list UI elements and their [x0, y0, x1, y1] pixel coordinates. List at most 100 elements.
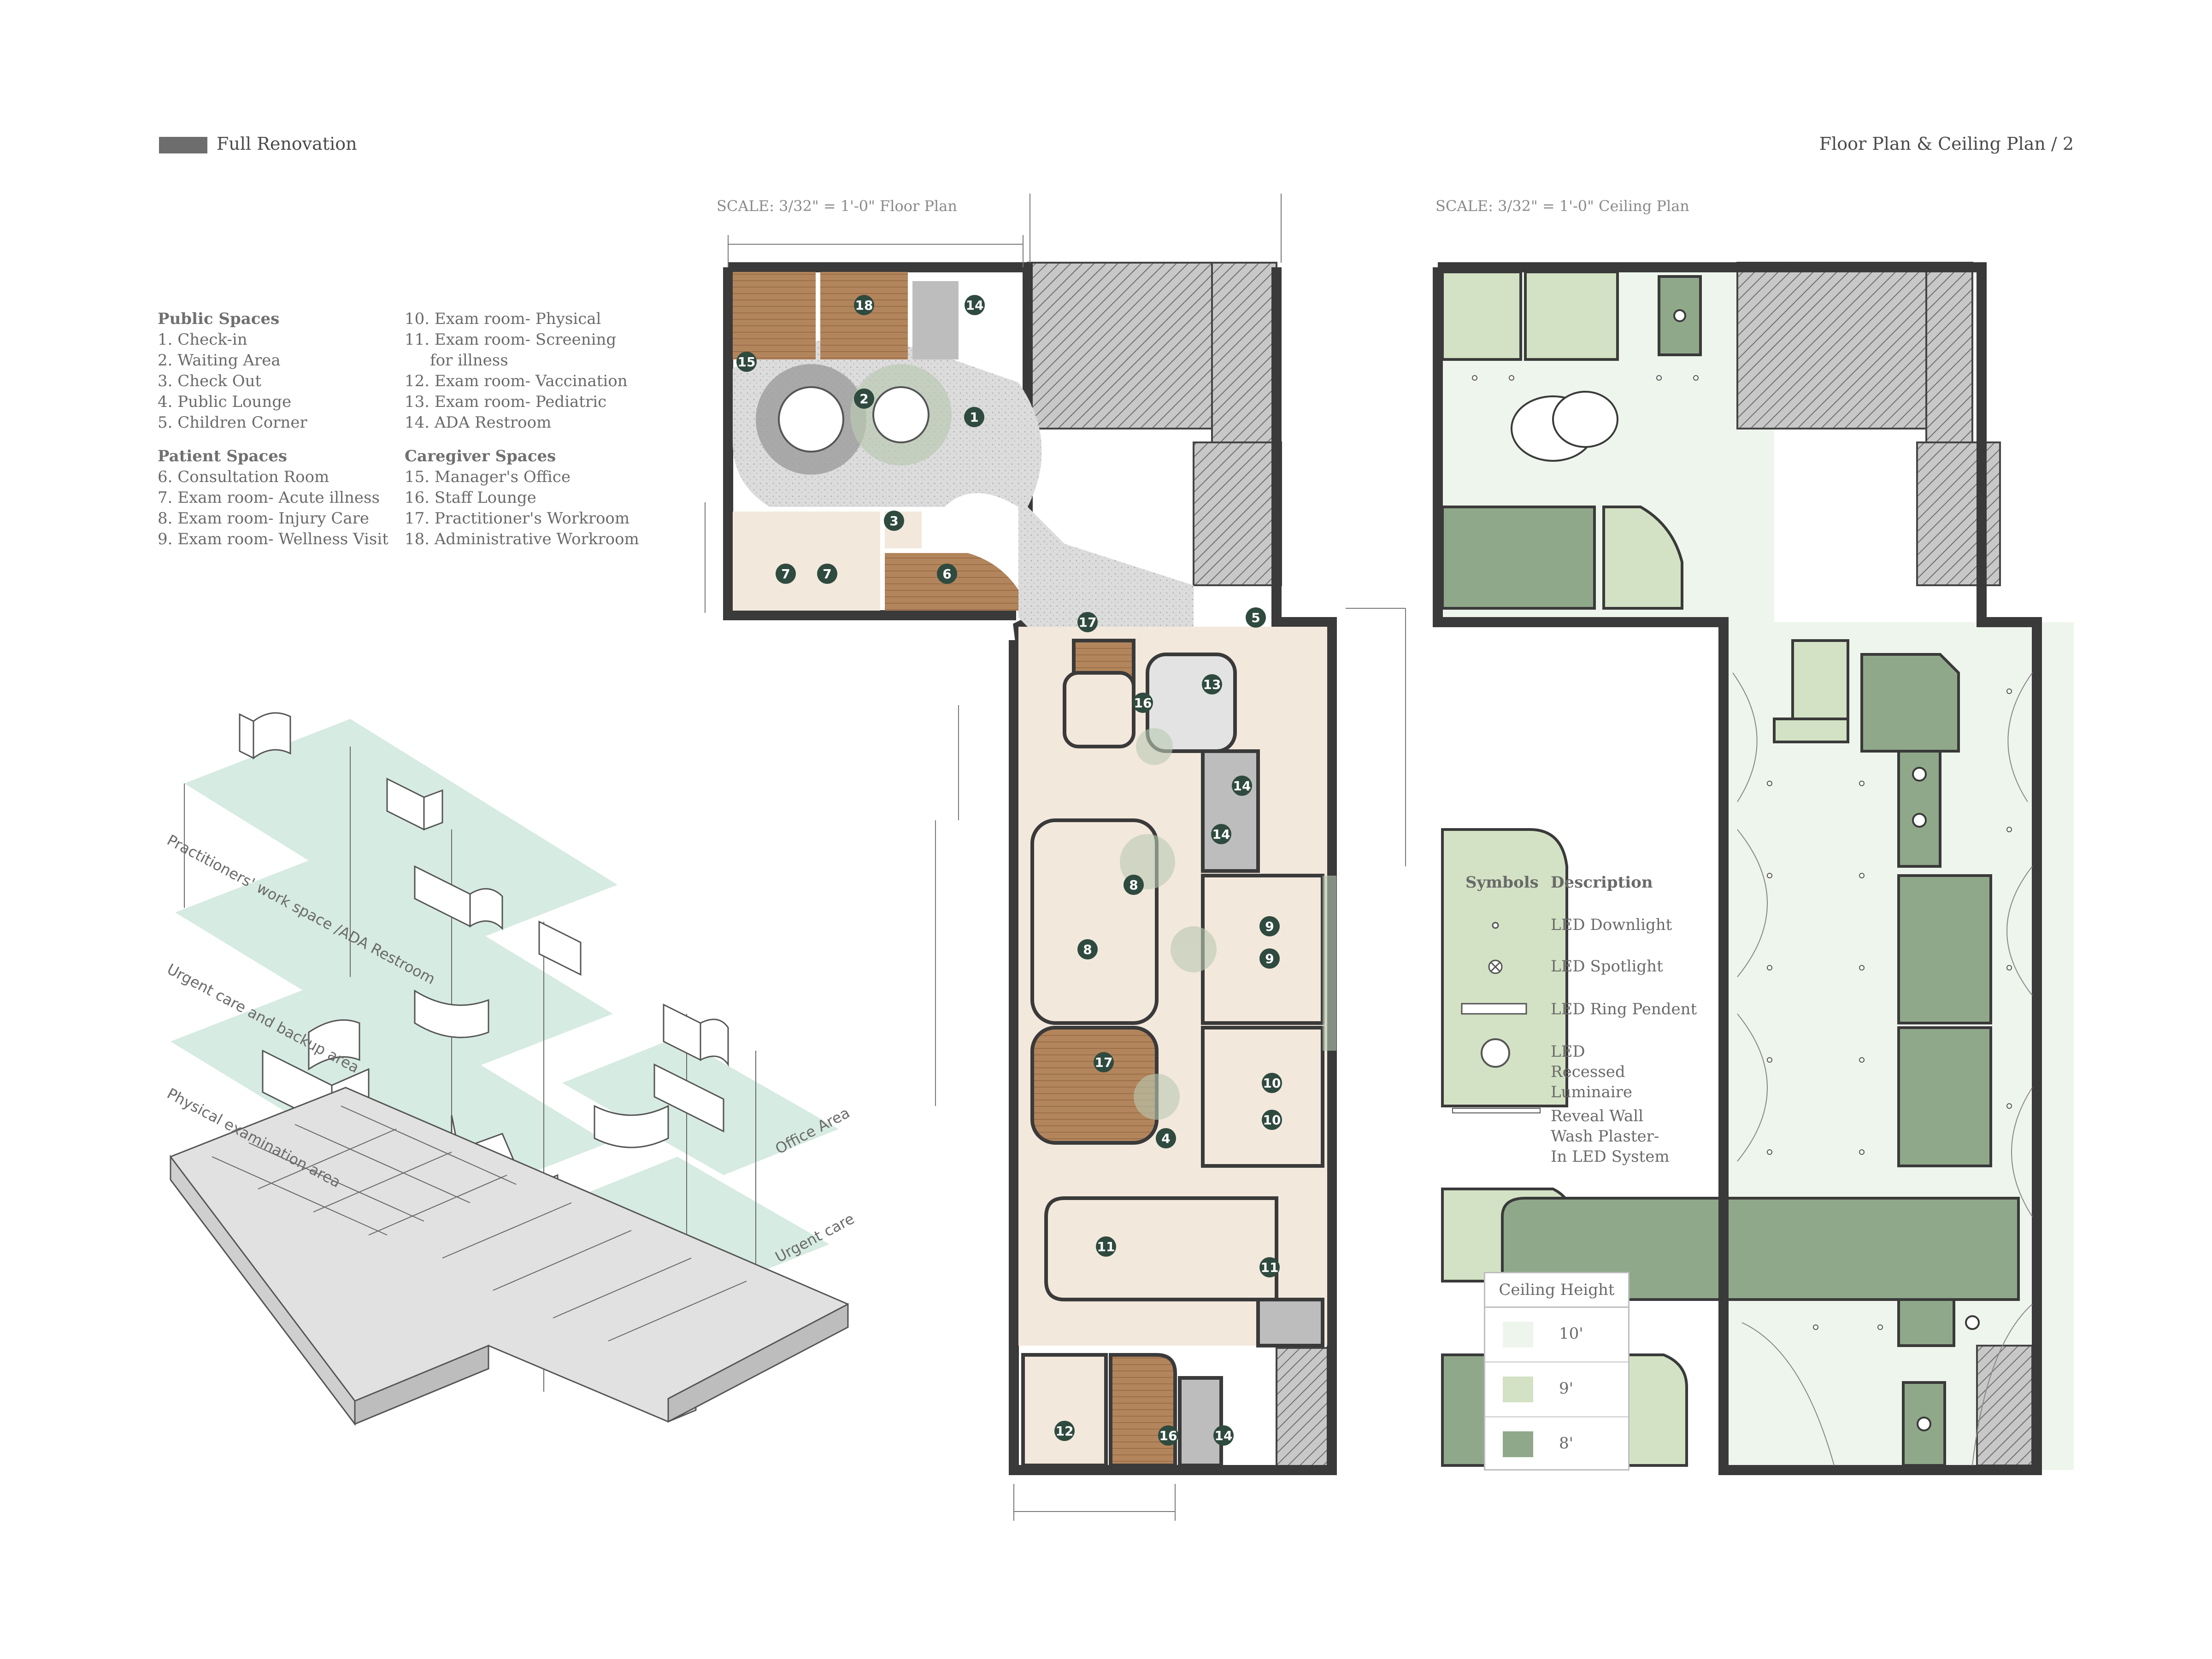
floor-dimension-lines [705, 194, 1406, 1521]
room-restroom-top [912, 281, 959, 359]
room-marker-14d: 14 [1215, 1428, 1233, 1443]
room-marker-8b: 8 [1083, 942, 1092, 957]
ceiling-downlights [1472, 375, 2012, 1330]
room-admin-workroom [820, 272, 908, 359]
legend-item: 8. Exam room- Injury Care [158, 509, 369, 528]
room-marker-13: 13 [1203, 677, 1221, 692]
room-marker-6: 6 [942, 566, 951, 582]
room-marker-11a: 11 [1097, 1239, 1115, 1254]
room-marker-12: 12 [1056, 1424, 1074, 1439]
room-marker-18: 18 [855, 298, 873, 313]
legend-item: 13. Exam room- Pediatric [405, 393, 607, 411]
room-marker-15: 15 [738, 354, 756, 370]
legend-item: 3. Check Out [158, 372, 262, 390]
ceiling-height-legend: Ceiling Height 10' 9' 8' [1484, 1272, 1630, 1471]
legend-item: 6. Consultation Room [158, 468, 329, 486]
ceiling-9ft-zones [1441, 271, 1849, 1467]
room-marker-1: 1 [970, 410, 978, 425]
room-marker-10b: 10 [1263, 1112, 1281, 1128]
legend-item: 2. Waiting Area [158, 351, 281, 370]
legend-item: 15. Manager's Office [405, 468, 571, 486]
led-ring-pendent-icon [1461, 1003, 1527, 1015]
room-marker-14a: 14 [966, 298, 984, 313]
ceiling-height-swatch [1503, 1431, 1533, 1457]
legend-item: 17. Practitioner's Workroom [405, 509, 630, 528]
floor-cores [1027, 262, 1333, 1469]
ceiling-height-row: 9' [1485, 1363, 1628, 1418]
sheet-title: Floor Plan & Ceiling Plan / 2 [1819, 134, 2074, 154]
ceiling-height-swatch [1503, 1377, 1533, 1402]
room-marker-4: 4 [1161, 1131, 1170, 1146]
room-marker-10a: 10 [1263, 1076, 1281, 1091]
legend-item: 9. Exam room- Wellness Visit [158, 530, 388, 548]
ceiling-8ft-zones [1441, 275, 2020, 1467]
wall-wash-icon [1452, 1108, 1541, 1113]
ceiling-waiting-oval [1511, 391, 1618, 462]
renovation-swatch [159, 137, 207, 153]
room-marker-11b: 11 [1261, 1260, 1279, 1275]
ceiling-height-title: Ceiling Height [1485, 1273, 1628, 1308]
room-marker-7a: 7 [781, 566, 790, 582]
room-marker-17b: 17 [1095, 1055, 1113, 1070]
legend-column-1: Public Spaces 1. Check-in 2. Waiting Are… [158, 309, 388, 550]
symbol-desc-wall-wash: Reveal Wall Wash Plaster- In LED System [1551, 1107, 1670, 1166]
room-marker-16b: 16 [1159, 1428, 1177, 1443]
room-marker-17a: 17 [1079, 615, 1097, 630]
symbol-desc-recessed: LED Recessed Luminaire [1551, 1042, 1633, 1101]
ceiling-plan [1433, 262, 2074, 1475]
room-marker-9b: 9 [1265, 951, 1274, 966]
legend-public-title: Public Spaces [158, 310, 280, 328]
ceiling-height-row: 10' [1485, 1308, 1628, 1363]
room-marker-14b: 14 [1233, 778, 1251, 794]
ceiling-cores [1736, 262, 2033, 1466]
symbol-desc-ring-pendent: LED Ring Pendent [1551, 1000, 1697, 1018]
legend-item: for illness [430, 351, 508, 370]
room-marker-8a: 8 [1129, 877, 1138, 893]
symbol-desc-spotlight: LED Spotlight [1551, 957, 1663, 976]
legend-item: 16. Staff Lounge [405, 488, 536, 507]
ceiling-height-swatch [1503, 1322, 1533, 1347]
ceiling-height-row: 8' [1485, 1418, 1628, 1471]
floor-plan: 1 2 3 4 5 6 7 7 8 8 9 9 10 10 11 11 12 1… [705, 194, 1406, 1521]
room-manager-office [733, 272, 816, 359]
axonometric-diagram: Practitioners' work space /ADA Restroom … [164, 712, 857, 1426]
floor-plan-scale: SCALE: 3/32" = 1'-0" Floor Plan [717, 197, 957, 215]
legend-item: 1. Check-in [158, 330, 247, 349]
symbols-graphics [1452, 922, 1541, 1113]
room-marker-3: 3 [889, 513, 898, 529]
ceiling-wall-wash-arcs [1732, 672, 2033, 1466]
legend-item: 18. Administrative Workroom [405, 530, 639, 548]
floor-room-markers: 1 2 3 4 5 6 7 7 8 8 9 9 10 10 11 11 12 1… [736, 295, 1282, 1446]
legend-caregiver-title: Caregiver Spaces [405, 447, 556, 465]
room-marker-9a: 9 [1265, 919, 1274, 934]
legend-item: 5. Children Corner [158, 413, 307, 432]
axon-base-floor [170, 1087, 849, 1426]
led-downlight-icon [1492, 922, 1499, 929]
symbol-desc-downlight: LED Downlight [1551, 916, 1672, 934]
room-acute-illness [733, 512, 880, 611]
room-marker-7b: 7 [823, 566, 831, 582]
ceiling-height-value: 8' [1559, 1434, 1573, 1453]
room-marker-2: 2 [859, 391, 868, 406]
legend-patient-title: Patient Spaces [158, 447, 288, 465]
symbols-header: Symbols [1465, 873, 1539, 892]
legend-item: 4. Public Lounge [158, 393, 292, 411]
legend-item: 14. ADA Restroom [405, 413, 552, 432]
ceiling-height-value: 10' [1559, 1324, 1583, 1343]
room-marker-14c: 14 [1212, 827, 1230, 842]
led-recessed-luminaire-icon [1481, 1038, 1510, 1068]
renovation-label: Full Renovation [217, 134, 357, 154]
led-spotlight-icon [1488, 959, 1503, 974]
ceiling-height-value: 9' [1559, 1379, 1573, 1398]
legend-item: 7. Exam room- Acute illness [158, 488, 380, 507]
room-marker-5: 5 [1251, 610, 1260, 625]
legend-item: 10. Exam room- Physical [405, 310, 601, 328]
ceiling-recessed-luminaires [1673, 309, 1980, 1431]
room-marker-16a: 16 [1134, 695, 1152, 711]
legend-item: 12. Exam room- Vaccination [405, 372, 628, 390]
legend-item: 11. Exam room- Screening [405, 330, 617, 349]
description-header: Description [1551, 873, 1653, 892]
legend-column-2: 10. Exam room- Physical 11. Exam room- S… [405, 309, 639, 550]
ceiling-outer-wall [1433, 262, 2042, 1475]
ceiling-plan-scale: SCALE: 3/32" = 1'-0" Ceiling Plan [1435, 197, 1689, 215]
